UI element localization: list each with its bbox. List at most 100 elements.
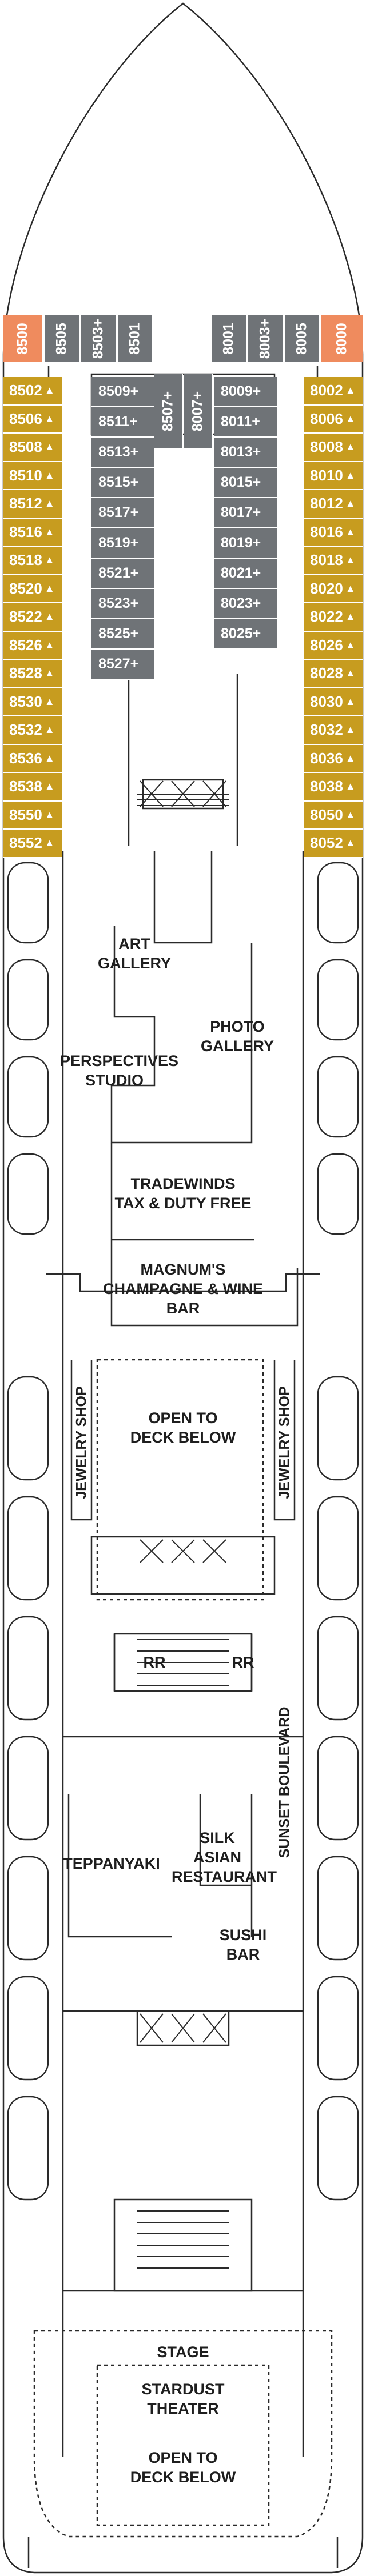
balcony-marker-icon: ▲: [345, 780, 356, 792]
cabin-8523[interactable]: 8523+: [92, 589, 154, 619]
cabin-8017[interactable]: 8017+: [214, 498, 277, 528]
cabin-8512[interactable]: 8512▲: [3, 490, 62, 519]
cabin-8021[interactable]: 8021+: [214, 559, 277, 589]
cabin-8020[interactable]: 8020▲: [304, 575, 363, 603]
magnums-wine-bar[interactable]: MAGNUM'S CHAMPAGNE & WINE BAR: [103, 1261, 263, 1317]
balcony-marker-icon: ▲: [44, 526, 55, 538]
cabin-8519[interactable]: 8519+: [92, 528, 154, 559]
cabin-8015[interactable]: 8015+: [214, 468, 277, 498]
cabin-8003[interactable]: 8003+: [248, 315, 284, 362]
cabin-number: 8017+: [221, 504, 261, 520]
cabin-number: 8511+: [98, 414, 138, 430]
balcony-marker-icon: ▲: [44, 441, 55, 453]
cabin-8525[interactable]: 8525+: [92, 619, 154, 650]
sunset-boulevard[interactable]: SUNSET BOULEVARD: [276, 1706, 293, 1858]
cabin-8511[interactable]: 8511+: [92, 407, 154, 438]
cabin-8050[interactable]: 8050▲: [304, 801, 363, 830]
cabin-8502[interactable]: 8502▲: [3, 377, 62, 406]
cabin-8517[interactable]: 8517+: [92, 498, 154, 528]
art-gallery[interactable]: ART GALLERY: [98, 935, 171, 972]
sushi-bar[interactable]: SUSHI BAR: [219, 1926, 267, 1963]
jewelry-shop-right[interactable]: JEWELRY SHOP: [276, 1386, 293, 1499]
cabin-8006[interactable]: 8006▲: [304, 405, 363, 434]
cabin-8552[interactable]: 8552▲: [3, 830, 62, 858]
cabin-8530[interactable]: 8530▲: [3, 688, 62, 716]
cabin-8023[interactable]: 8023+: [214, 589, 277, 619]
jewelry-shop-left[interactable]: JEWELRY SHOP: [73, 1386, 90, 1499]
cabin-number: 8025+: [221, 626, 261, 642]
cabin-8032[interactable]: 8032▲: [304, 716, 363, 745]
perspectives-studio[interactable]: PERSPECTIVES STUDIO: [60, 1052, 179, 1089]
cabin-8508[interactable]: 8508▲: [3, 434, 62, 462]
cabin-8510[interactable]: 8510▲: [3, 462, 62, 490]
stardust-theater[interactable]: STARDUST THEATER: [141, 2381, 225, 2417]
cabin-8538[interactable]: 8538▲: [3, 773, 62, 802]
cabin-8022[interactable]: 8022▲: [304, 603, 363, 632]
teppanyaki[interactable]: TEPPANYAKI: [63, 1855, 160, 1872]
balcony-marker-icon: ▲: [345, 526, 356, 538]
cabin-8536[interactable]: 8536▲: [3, 744, 62, 773]
silk-asian-restaurant[interactable]: SILK ASIAN RESTAURANT: [172, 1829, 277, 1885]
balcony-marker-icon: ▲: [44, 724, 55, 736]
cabin-8501[interactable]: 8501: [118, 315, 153, 362]
balcony-marker-icon: ▲: [44, 695, 55, 707]
cabin-8513[interactable]: 8513+: [92, 438, 154, 468]
cabin-8000[interactable]: 8000: [321, 315, 363, 362]
cabin-8515[interactable]: 8515+: [92, 468, 154, 498]
cabin-8028[interactable]: 8028▲: [304, 660, 363, 688]
cabin-8509[interactable]: 8509+: [92, 377, 154, 407]
cabin-8007[interactable]: 8007+: [184, 374, 213, 448]
cabin-number: 8005: [293, 323, 310, 355]
cabin-number: 8012: [310, 495, 343, 512]
cabin-number: 8002: [310, 382, 343, 399]
cabin-8506[interactable]: 8506▲: [3, 405, 62, 434]
cabin-8009[interactable]: 8009+: [214, 377, 277, 407]
cabin-number: 8527+: [98, 656, 139, 672]
cabin-8036[interactable]: 8036▲: [304, 744, 363, 773]
cabin-8521[interactable]: 8521+: [92, 559, 154, 589]
cabin-8012[interactable]: 8012▲: [304, 490, 363, 519]
cabin-8018[interactable]: 8018▲: [304, 547, 363, 575]
cabin-8505[interactable]: 8505: [45, 315, 80, 362]
cabin-8019[interactable]: 8019+: [214, 528, 277, 559]
cabin-number: 8507+: [160, 391, 176, 432]
cabin-8001[interactable]: 8001: [212, 315, 247, 362]
cabin-8008[interactable]: 8008▲: [304, 434, 363, 462]
cabin-8030[interactable]: 8030▲: [304, 688, 363, 716]
balcony-marker-icon: ▲: [345, 441, 356, 453]
cabin-8516[interactable]: 8516▲: [3, 518, 62, 547]
cabin-8518[interactable]: 8518▲: [3, 547, 62, 575]
cabin-8025[interactable]: 8025+: [214, 619, 277, 650]
cabin-8011[interactable]: 8011+: [214, 407, 277, 438]
cabin-8005[interactable]: 8005: [285, 315, 320, 362]
cabin-number: 8526: [9, 636, 42, 654]
cabin-8500[interactable]: 8500: [3, 315, 43, 362]
cabin-8026[interactable]: 8026▲: [304, 631, 363, 660]
cabin-8016[interactable]: 8016▲: [304, 518, 363, 547]
cabin-8010[interactable]: 8010▲: [304, 462, 363, 490]
tradewinds-duty-free[interactable]: TRADEWINDS TAX & DUTY FREE: [114, 1175, 252, 1212]
cabin-8550[interactable]: 8550▲: [3, 801, 62, 830]
cabin-number: 8011+: [221, 414, 260, 430]
cabin-number: 8013+: [221, 444, 261, 460]
elevator-crosses-aft: [140, 2013, 226, 2043]
cabin-8520[interactable]: 8520▲: [3, 575, 62, 603]
balcony-marker-icon: ▲: [345, 554, 356, 566]
restroom-left: RR: [143, 1654, 166, 1671]
cabin-number: 8026: [310, 636, 343, 654]
cabin-8526[interactable]: 8526▲: [3, 631, 62, 660]
cabin-number: 8052: [310, 834, 343, 852]
cabin-8507[interactable]: 8507+: [154, 374, 183, 448]
cabin-8528[interactable]: 8528▲: [3, 660, 62, 688]
cabin-8503[interactable]: 8503+: [81, 315, 117, 362]
cabin-8052[interactable]: 8052▲: [304, 830, 363, 858]
cabin-8002[interactable]: 8002▲: [304, 377, 363, 406]
cabin-number: 8023+: [221, 595, 261, 611]
cabin-8013[interactable]: 8013+: [214, 438, 277, 468]
cabin-8522[interactable]: 8522▲: [3, 603, 62, 632]
cabin-8038[interactable]: 8038▲: [304, 773, 363, 802]
cabin-8527[interactable]: 8527+: [92, 650, 154, 680]
cabin-8532[interactable]: 8532▲: [3, 716, 62, 745]
photo-gallery[interactable]: PHOTO GALLERY: [201, 1018, 274, 1055]
